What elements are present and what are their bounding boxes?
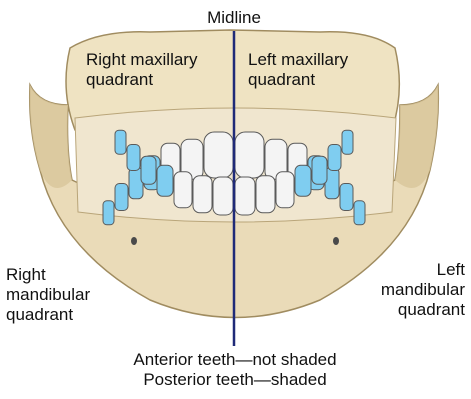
lower-left-anterior-tooth-2 <box>256 176 275 213</box>
right-mandibular-line1: Right <box>6 265 90 285</box>
caption-posterior: Posterior teeth—shaded <box>80 370 390 390</box>
left-maxillary-line1: Left maxillary <box>248 50 348 70</box>
upper-left-posterior-tooth-7 <box>354 201 365 225</box>
lower-right-anterior-tooth-1 <box>213 177 233 215</box>
right-maxillary-line1: Right maxillary <box>86 50 197 70</box>
lower-left-posterior-tooth-5 <box>312 156 327 184</box>
upper-left-posterior-tooth-6 <box>340 184 353 211</box>
upper-left-anterior-tooth-1 <box>235 132 264 178</box>
lower-left-posterior-tooth-4 <box>295 165 311 196</box>
upper-right-posterior-tooth-6 <box>115 184 128 211</box>
left-ramus <box>395 85 438 188</box>
lower-right-posterior-tooth-7 <box>115 130 126 154</box>
right-mental-foramen <box>131 237 137 245</box>
lower-right-posterior-tooth-4 <box>157 165 173 196</box>
left-mandibular-label: Left mandibular quadrant <box>381 260 465 320</box>
left-maxillary-label: Left maxillary quadrant <box>248 50 348 90</box>
left-mandibular-line3: quadrant <box>381 300 465 320</box>
left-mental-foramen <box>333 237 339 245</box>
lower-left-anterior-tooth-3 <box>276 172 294 208</box>
left-mandibular-line1: Left <box>381 260 465 280</box>
right-ramus <box>30 85 72 188</box>
caption-anterior: Anterior teeth—not shaded <box>80 350 390 370</box>
right-mandibular-line2: mandibular <box>6 285 90 305</box>
lower-right-anterior-tooth-2 <box>193 176 212 213</box>
lower-right-posterior-tooth-5 <box>141 156 156 184</box>
lower-right-anterior-tooth-3 <box>174 172 192 208</box>
left-mandibular-line2: mandibular <box>381 280 465 300</box>
right-mandibular-label: Right mandibular quadrant <box>6 265 90 325</box>
caption: Anterior teeth—not shaded Posterior teet… <box>80 350 390 390</box>
lower-left-posterior-tooth-7 <box>342 130 353 154</box>
upper-right-posterior-tooth-7 <box>103 201 114 225</box>
left-maxillary-line2: quadrant <box>248 70 348 90</box>
right-maxillary-line2: quadrant <box>86 70 197 90</box>
lower-right-posterior-tooth-6 <box>127 145 140 171</box>
midline-label: Midline <box>196 8 272 28</box>
right-maxillary-label: Right maxillary quadrant <box>86 50 197 90</box>
upper-right-anterior-tooth-1 <box>204 132 233 178</box>
lower-left-anterior-tooth-1 <box>235 177 255 215</box>
right-mandibular-line3: quadrant <box>6 305 90 325</box>
lower-left-posterior-tooth-6 <box>328 145 341 171</box>
